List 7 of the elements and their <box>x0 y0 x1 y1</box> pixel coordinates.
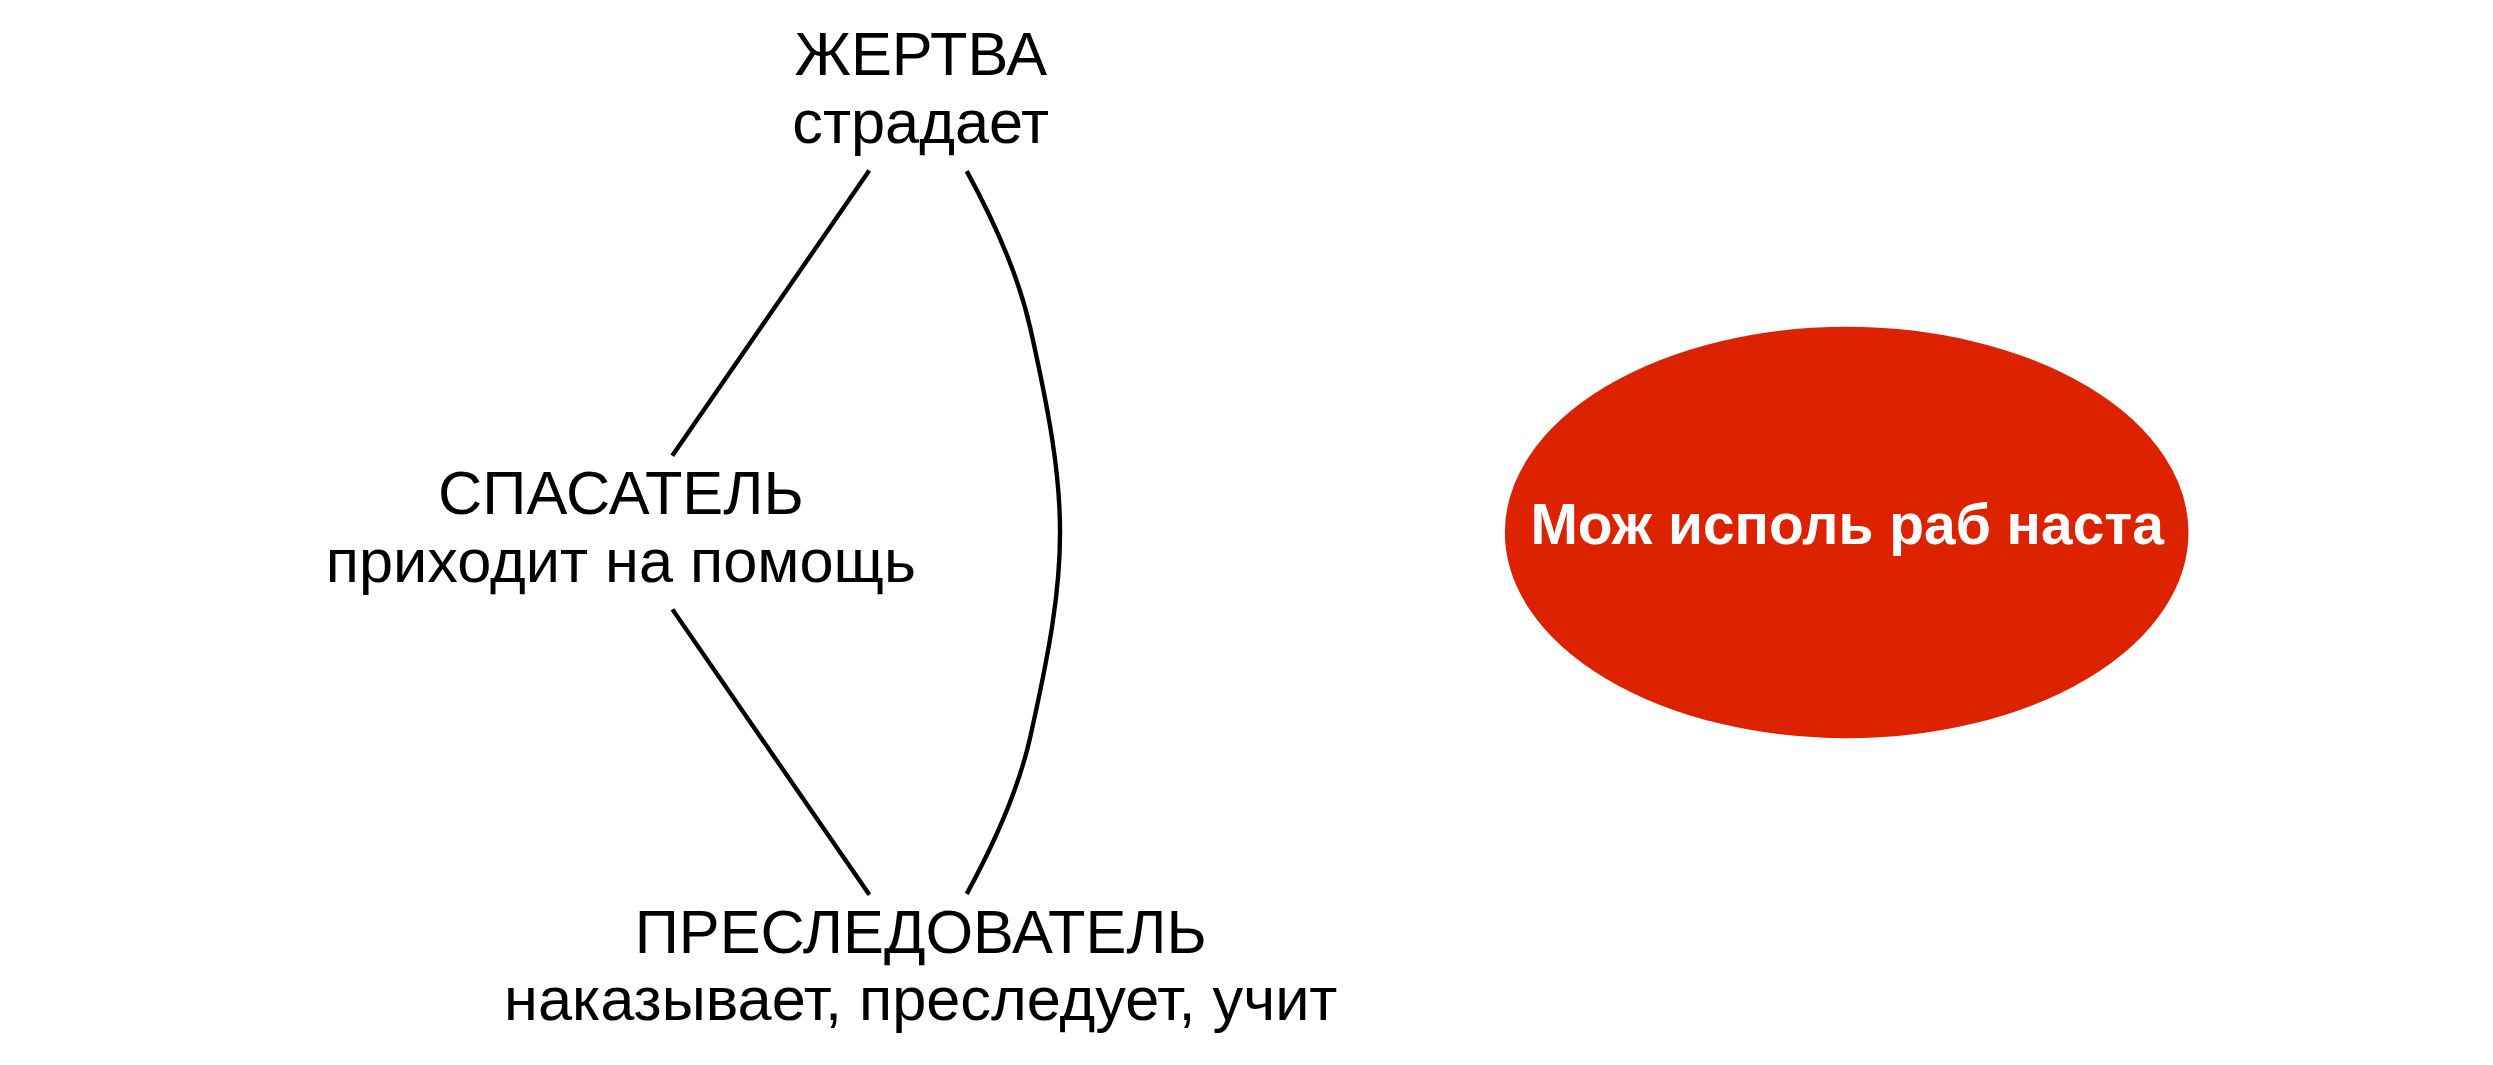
connector <box>964 170 1062 895</box>
node-text: СПАСАТЕЛЬ приходит на помощь <box>325 458 916 595</box>
node-text: ПРЕСЛЕДОВАТЕЛЬ наказывает, преследует, учит <box>503 897 1337 1034</box>
connector <box>670 608 871 896</box>
node-text: ЖЕРТВА страдает <box>791 19 1049 156</box>
node-ellipse: Мож исполь раб наста <box>1504 326 2188 739</box>
connector <box>669 169 871 458</box>
